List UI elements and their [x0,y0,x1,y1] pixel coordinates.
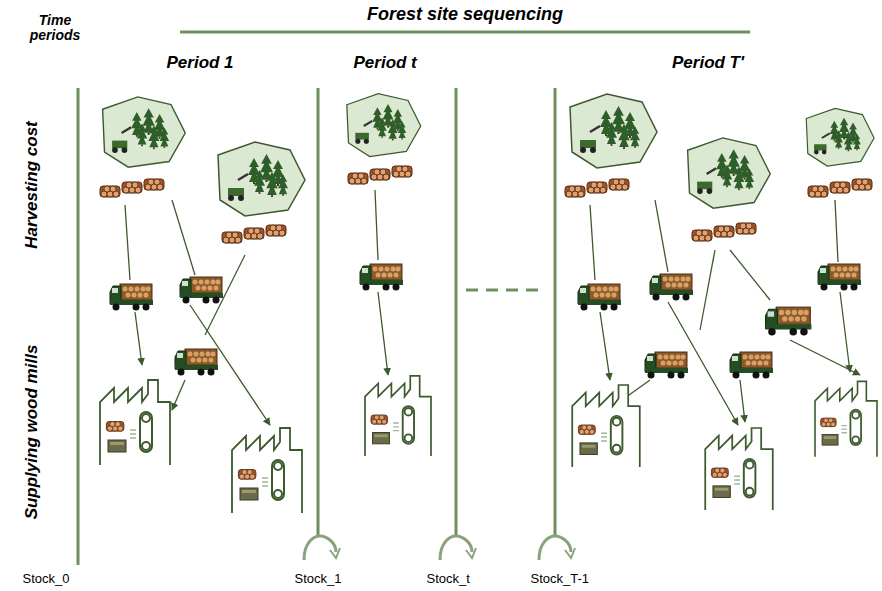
heading: Forest site sequencing [367,4,563,25]
wood-mills [100,376,877,513]
forests [103,94,875,216]
log-piles [100,166,872,243]
axis-label: Time periods [25,13,85,44]
transport-lines [125,190,860,425]
row-label: Harvesting cost [22,121,42,249]
stock-label: Stock_T-1 [531,571,590,586]
period-label: Period t [354,53,417,73]
period-label: Period 1 [167,53,234,73]
stock-label: Stock_0 [23,571,70,586]
stock-label: Stock_t [427,571,470,586]
trucks [110,264,861,379]
row-label: Supplying wood mills [22,345,42,520]
frame-lines [78,32,750,565]
period-label: Period T' [672,53,744,73]
stock-label: Stock_1 [295,571,342,586]
stock-arrows [304,536,575,560]
